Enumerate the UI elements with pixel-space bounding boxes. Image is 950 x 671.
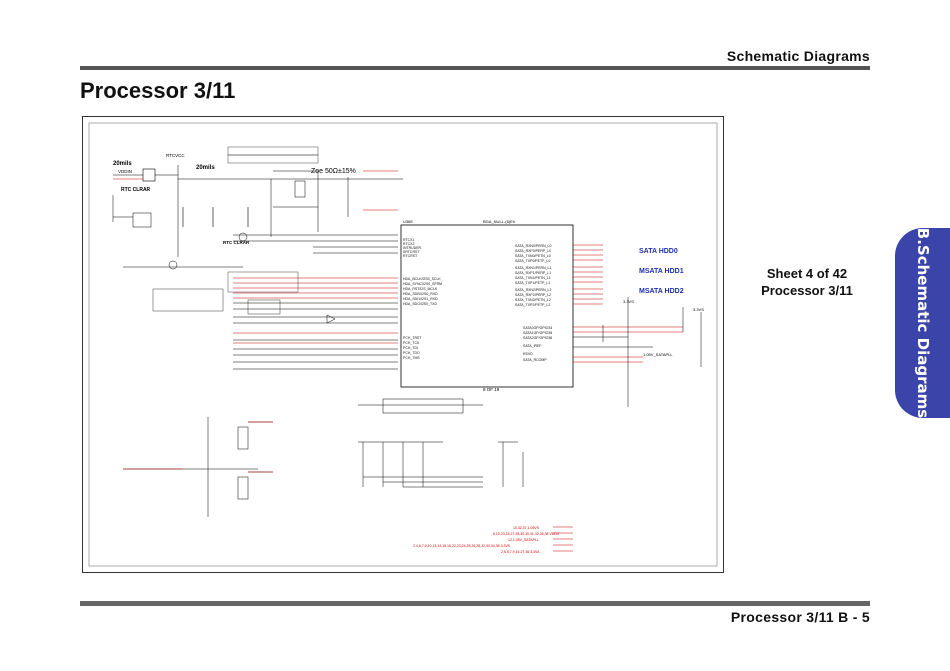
svg-text:6,10,23,24,27,28,30,30,31,32,3: 6,10,23,24,27,28,30,30,31,32,35,38 VDD3 xyxy=(493,532,559,536)
footer-divider xyxy=(80,601,870,606)
svg-text:HDA_SDI0/I2S0_RXD: HDA_SDI0/I2S0_RXD xyxy=(403,292,438,296)
rail-105v-label: 1.05V_SATAPLL xyxy=(643,352,673,357)
schematic-diagram: 20mils 20mils Zoe 50Ω±15% RTCVCC VDDIN R… xyxy=(82,116,724,573)
rtcvcc-label: RTCVCC xyxy=(166,153,185,158)
sata-hdd0-label: SATA HDD0 xyxy=(639,248,678,255)
header-section-label: Schematic Diagrams xyxy=(726,48,870,64)
svg-text:SATA_TXN1/PETN_L1: SATA_TXN1/PETN_L1 xyxy=(515,276,551,280)
svg-text:INTRUDER: INTRUDER xyxy=(403,246,422,250)
svg-text:SATA1GP/GPIO35: SATA1GP/GPIO35 xyxy=(523,331,552,335)
svg-text:SATA_RCOMP: SATA_RCOMP xyxy=(523,358,547,362)
svg-text:SATA_TXN0/PETN_L0: SATA_TXN0/PETN_L0 xyxy=(515,254,551,258)
svg-text:SATA_RXP0/PERP_L0: SATA_RXP0/PERP_L0 xyxy=(515,249,551,253)
svg-text:SATA_IREF: SATA_IREF xyxy=(523,344,542,348)
chip-part-label: BGA_NULL-(6)Eh xyxy=(483,219,515,224)
svg-text:PCH_TDI: PCH_TDI xyxy=(403,346,418,350)
svg-text:SATA0GP/GPIO34: SATA0GP/GPIO34 xyxy=(523,326,552,330)
svg-text:SATA_TXN2/PETN_L2: SATA_TXN2/PETN_L2 xyxy=(515,298,551,302)
width-label-b: 20mils xyxy=(196,165,215,171)
sheet-number: Sheet 4 of 42 xyxy=(766,266,848,281)
schematic-drawing: 20mils 20mils Zoe 50Ω±15% RTCVCC VDDIN R… xyxy=(88,122,718,567)
svg-text:12,1.05V_SATAPLL: 12,1.05V_SATAPLL xyxy=(508,538,539,542)
svg-text:SATA_RXN1/PERN_L1: SATA_RXN1/PERN_L1 xyxy=(515,266,551,270)
svg-text:SATA_RXP2/PERP_L2: SATA_RXP2/PERP_L2 xyxy=(515,293,551,297)
svg-text:HDA_BCLK/I2S0_SCLK: HDA_BCLK/I2S0_SCLK xyxy=(403,277,441,281)
svg-text:HDA_RST/I2S_MCLK: HDA_RST/I2S_MCLK xyxy=(403,287,438,291)
svg-text:10,32,37,1.05VS: 10,32,37,1.05VS xyxy=(513,526,540,530)
side-tab: B.Schematic Diagrams xyxy=(895,228,950,418)
chip-section-label: 8 OF 19 xyxy=(483,387,500,392)
svg-text:2,4,6,7,9,10,13,14,15,16,22,23: 2,4,6,7,9,10,13,14,15,16,22,23,24,25,26,… xyxy=(413,544,511,548)
svg-text:RSVD: RSVD xyxy=(523,352,533,356)
svg-text:SATA2GP/GPIO36: SATA2GP/GPIO36 xyxy=(523,336,552,340)
page-title: Processor 3/11 xyxy=(80,78,236,103)
svg-text:SATA_RXN2/PERN_L2: SATA_RXN2/PERN_L2 xyxy=(515,288,551,292)
svg-text:SATA_TXP2/PETP_L2: SATA_TXP2/PETP_L2 xyxy=(515,303,550,307)
svg-text:2,5,6,7,9,15,27,36 3.3VA: 2,5,6,7,9,15,27,36 3.3VA xyxy=(501,550,540,554)
sheet-name: Processor 3/11 xyxy=(761,283,853,298)
svg-text:HDA_SDI1/I2S1_RXD: HDA_SDI1/I2S1_RXD xyxy=(403,297,438,301)
svg-text:SATA_RXN0/PERN_L0: SATA_RXN0/PERN_L0 xyxy=(515,244,551,248)
svg-text:HDA_SYNC/I2S0_SFRM: HDA_SYNC/I2S0_SFRM xyxy=(403,282,442,286)
vddin-label: VDDIN xyxy=(118,169,132,174)
sata-hdd1-label: MSATA HDD1 xyxy=(639,268,684,275)
svg-text:SATA_TXP0/PETP_L0: SATA_TXP0/PETP_L0 xyxy=(515,259,550,263)
svg-text:RTCX1: RTCX1 xyxy=(403,238,414,242)
svg-text:PCH_TRST: PCH_TRST xyxy=(403,336,422,340)
impedance-label: Zoe 50Ω±15% xyxy=(311,168,356,175)
sata-hdd2-label: MSATA HDD2 xyxy=(639,288,684,295)
footer-label: Processor 3/11 B - 5 xyxy=(730,609,870,625)
svg-text:PCH_TCK: PCH_TCK xyxy=(403,341,420,345)
rail-33vs-label: 3.3VS xyxy=(623,299,634,304)
rail-33vs-label-b: 3.3VS xyxy=(693,307,704,312)
header-divider xyxy=(80,66,870,70)
svg-text:PCH_TMS: PCH_TMS xyxy=(403,356,420,360)
svg-text:HDA_SDO/I2S0_TXD: HDA_SDO/I2S0_TXD xyxy=(403,302,438,306)
svg-text:RTCRST: RTCRST xyxy=(403,254,418,258)
rtc-clear-label-2: RTC CLRAR xyxy=(223,240,250,245)
sheet-info: Sheet 4 of 42 Processor 3/11 xyxy=(742,265,872,299)
svg-text:SATA_RXP1/PERP_L1: SATA_RXP1/PERP_L1 xyxy=(515,271,551,275)
svg-text:PCH_TDO: PCH_TDO xyxy=(403,351,420,355)
chip-ref-label: U36E xyxy=(403,219,413,224)
width-label-a: 20mils xyxy=(113,161,132,167)
svg-text:SRTCRST: SRTCRST xyxy=(403,250,420,254)
rtc-clear-label: RTC CLRAR xyxy=(121,187,151,193)
side-tab-label: B.Schematic Diagrams xyxy=(913,228,932,418)
svg-text:SATA_TXP1/PETP_L1: SATA_TXP1/PETP_L1 xyxy=(515,281,550,285)
svg-text:RTCX2: RTCX2 xyxy=(403,242,414,246)
